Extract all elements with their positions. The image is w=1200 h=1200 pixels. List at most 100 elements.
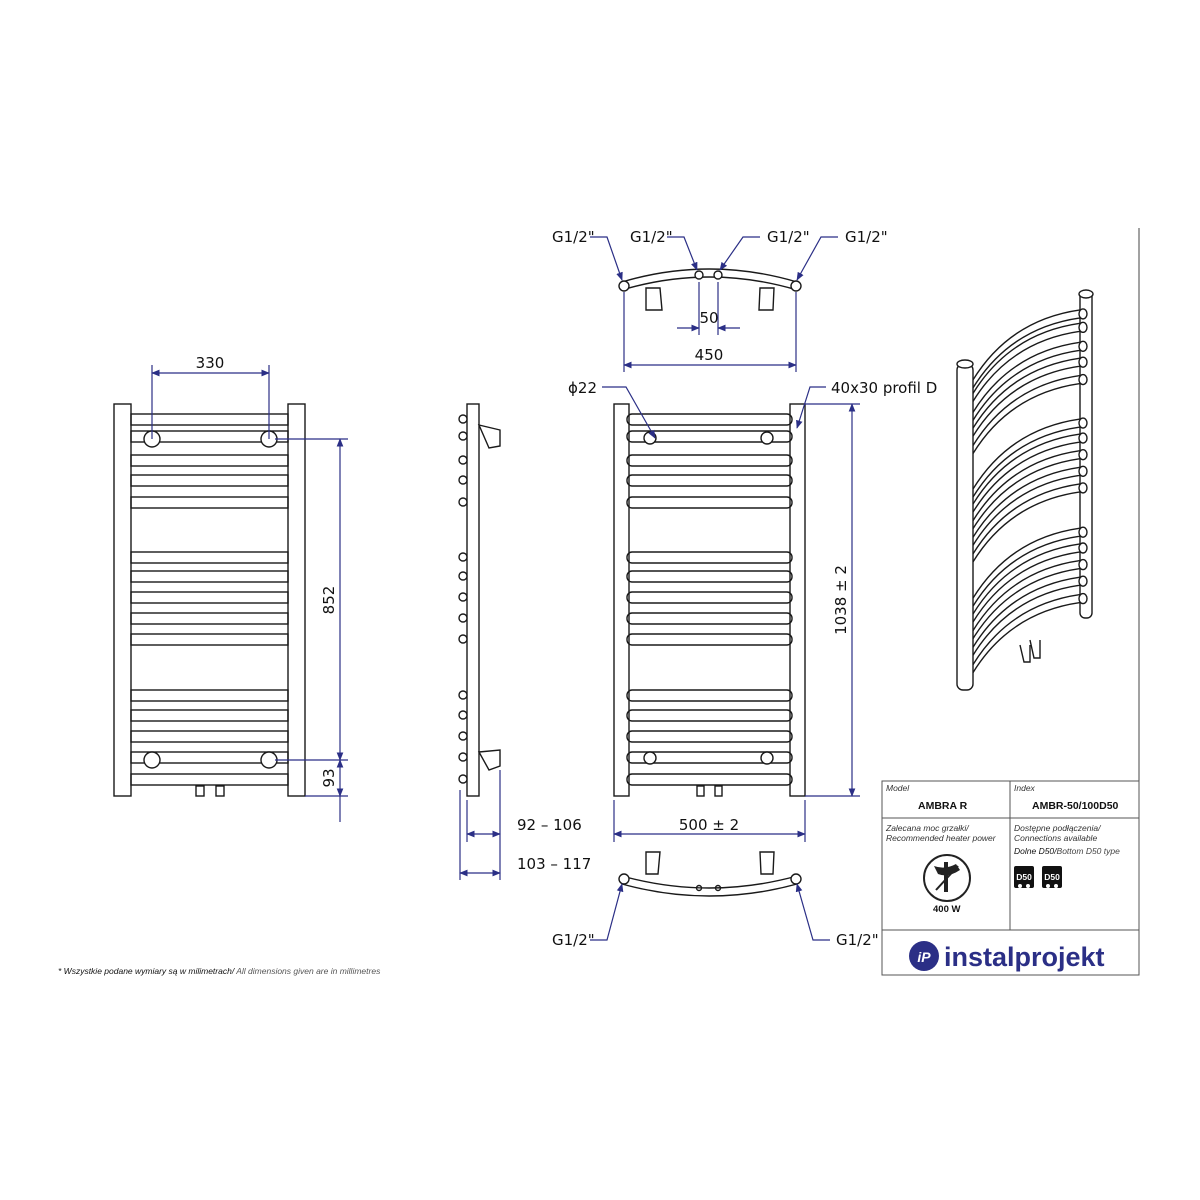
svg-text:D50: D50 xyxy=(1016,872,1032,882)
iso-rail-edge xyxy=(972,457,1081,530)
iso-rail-edge xyxy=(972,535,1081,607)
rail xyxy=(130,689,289,702)
label-g12-top-2: G1/2" xyxy=(630,228,673,246)
svg-text:D50: D50 xyxy=(1044,872,1060,882)
rail xyxy=(130,773,289,786)
tube-end xyxy=(458,571,468,581)
iso-tube-end xyxy=(1078,448,1088,461)
rail xyxy=(626,474,793,487)
rail xyxy=(130,496,289,509)
iso-tube-end xyxy=(1078,526,1088,538)
rail xyxy=(130,570,289,583)
rail xyxy=(626,709,793,722)
curved-rails xyxy=(626,413,793,786)
iso-tube-end xyxy=(1078,432,1088,444)
rail xyxy=(130,633,289,646)
iso-rail xyxy=(972,322,1081,394)
model-label: Model xyxy=(886,783,910,793)
iso-rail xyxy=(972,309,1081,381)
iso-rail xyxy=(972,374,1081,446)
front-connector-bottom-left xyxy=(143,751,161,769)
iso-rail-edge xyxy=(972,551,1081,623)
tube-end xyxy=(458,414,468,424)
rail xyxy=(626,633,793,646)
iso-rail-edge xyxy=(972,474,1081,546)
iso-rail-edge xyxy=(972,426,1081,498)
rail xyxy=(626,773,793,786)
connections-label-pl: Dostępne podłączenia/ xyxy=(1014,823,1101,833)
tube-end xyxy=(458,497,468,507)
tube-end xyxy=(458,690,468,700)
side-view xyxy=(458,403,501,797)
top-view xyxy=(618,268,802,311)
heater-label-en: Recommended heater power xyxy=(886,833,996,843)
iso-rail xyxy=(972,559,1081,631)
bottom-view xyxy=(618,851,802,897)
iso-rail xyxy=(972,576,1081,648)
front-rails xyxy=(130,413,289,786)
iso-rail-edge xyxy=(972,441,1081,513)
connection-type-pl: Dolne D50/ xyxy=(1014,846,1057,856)
iso-rail xyxy=(972,543,1081,615)
iso-rail xyxy=(972,433,1081,505)
tube-end xyxy=(458,475,468,485)
dim-height: 1038 ± 2 xyxy=(832,565,850,635)
rail xyxy=(626,730,793,743)
rail xyxy=(626,430,793,443)
iso-rail xyxy=(972,466,1081,538)
connection-type: Dolne D50/Bottom D50 type xyxy=(1014,846,1120,856)
tube-end xyxy=(458,592,468,602)
tube-end xyxy=(458,710,468,720)
dim-depth-2: 103 – 117 xyxy=(517,855,591,873)
rail xyxy=(626,751,793,764)
index-label: Index xyxy=(1014,783,1035,793)
front-view xyxy=(113,403,306,797)
rail xyxy=(626,612,793,625)
tube-end xyxy=(458,752,468,762)
rail xyxy=(130,413,289,426)
tube-end xyxy=(458,455,468,465)
footnote: * Wszystkie podane wymiary są w milimetr… xyxy=(58,966,380,976)
iso-rail-edge xyxy=(972,330,1081,402)
iso-rail-edge xyxy=(972,601,1081,673)
iso-rail-edge xyxy=(972,491,1081,563)
iso-tube-end xyxy=(1078,308,1088,320)
connection-type-en: Bottom D50 type xyxy=(1056,846,1120,856)
label-g12-bottom-2: G1/2" xyxy=(836,931,879,949)
rail xyxy=(130,551,289,564)
front-connector-bottom-right xyxy=(260,751,278,769)
iso-rail xyxy=(972,341,1081,413)
iso-rail-edge xyxy=(972,567,1081,639)
footnote-pl: * Wszystkie podane wymiary są w milimetr… xyxy=(58,966,235,976)
tube-end xyxy=(458,552,468,562)
label-g12-bottom-1: G1/2" xyxy=(552,931,595,949)
iso-rail-edge xyxy=(972,365,1081,437)
iso-tube-end xyxy=(1078,465,1088,477)
tube-end xyxy=(458,431,468,441)
iso-rail xyxy=(972,418,1081,490)
heater-icon xyxy=(923,854,971,902)
rail xyxy=(130,591,289,604)
label-g12-top-4: G1/2" xyxy=(845,228,888,246)
iso-rail-edge xyxy=(972,349,1081,421)
iso-rail xyxy=(972,527,1081,599)
iso-tube-end xyxy=(1078,558,1088,571)
rail xyxy=(130,730,289,743)
iso-rail xyxy=(972,483,1081,555)
heater-label-pl: Zalecana moc grzałki/ xyxy=(886,823,969,833)
rail xyxy=(626,689,793,702)
tube-end xyxy=(458,634,468,644)
iso-rail xyxy=(972,593,1081,665)
footnote-en: All dimensions given are in millimetres xyxy=(234,966,381,976)
rail xyxy=(626,591,793,604)
label-profile: 40x30 profil D xyxy=(831,379,937,397)
index-value: AMBR-50/100D50 xyxy=(1032,800,1119,812)
rail xyxy=(626,551,793,564)
dim-front-bottom: 93 xyxy=(320,768,338,787)
d50-badge-1: D50 xyxy=(1014,866,1034,888)
rail xyxy=(130,430,289,443)
iso-tube-end xyxy=(1078,340,1088,353)
iso-tube-end xyxy=(1078,592,1088,605)
rail xyxy=(626,454,793,467)
